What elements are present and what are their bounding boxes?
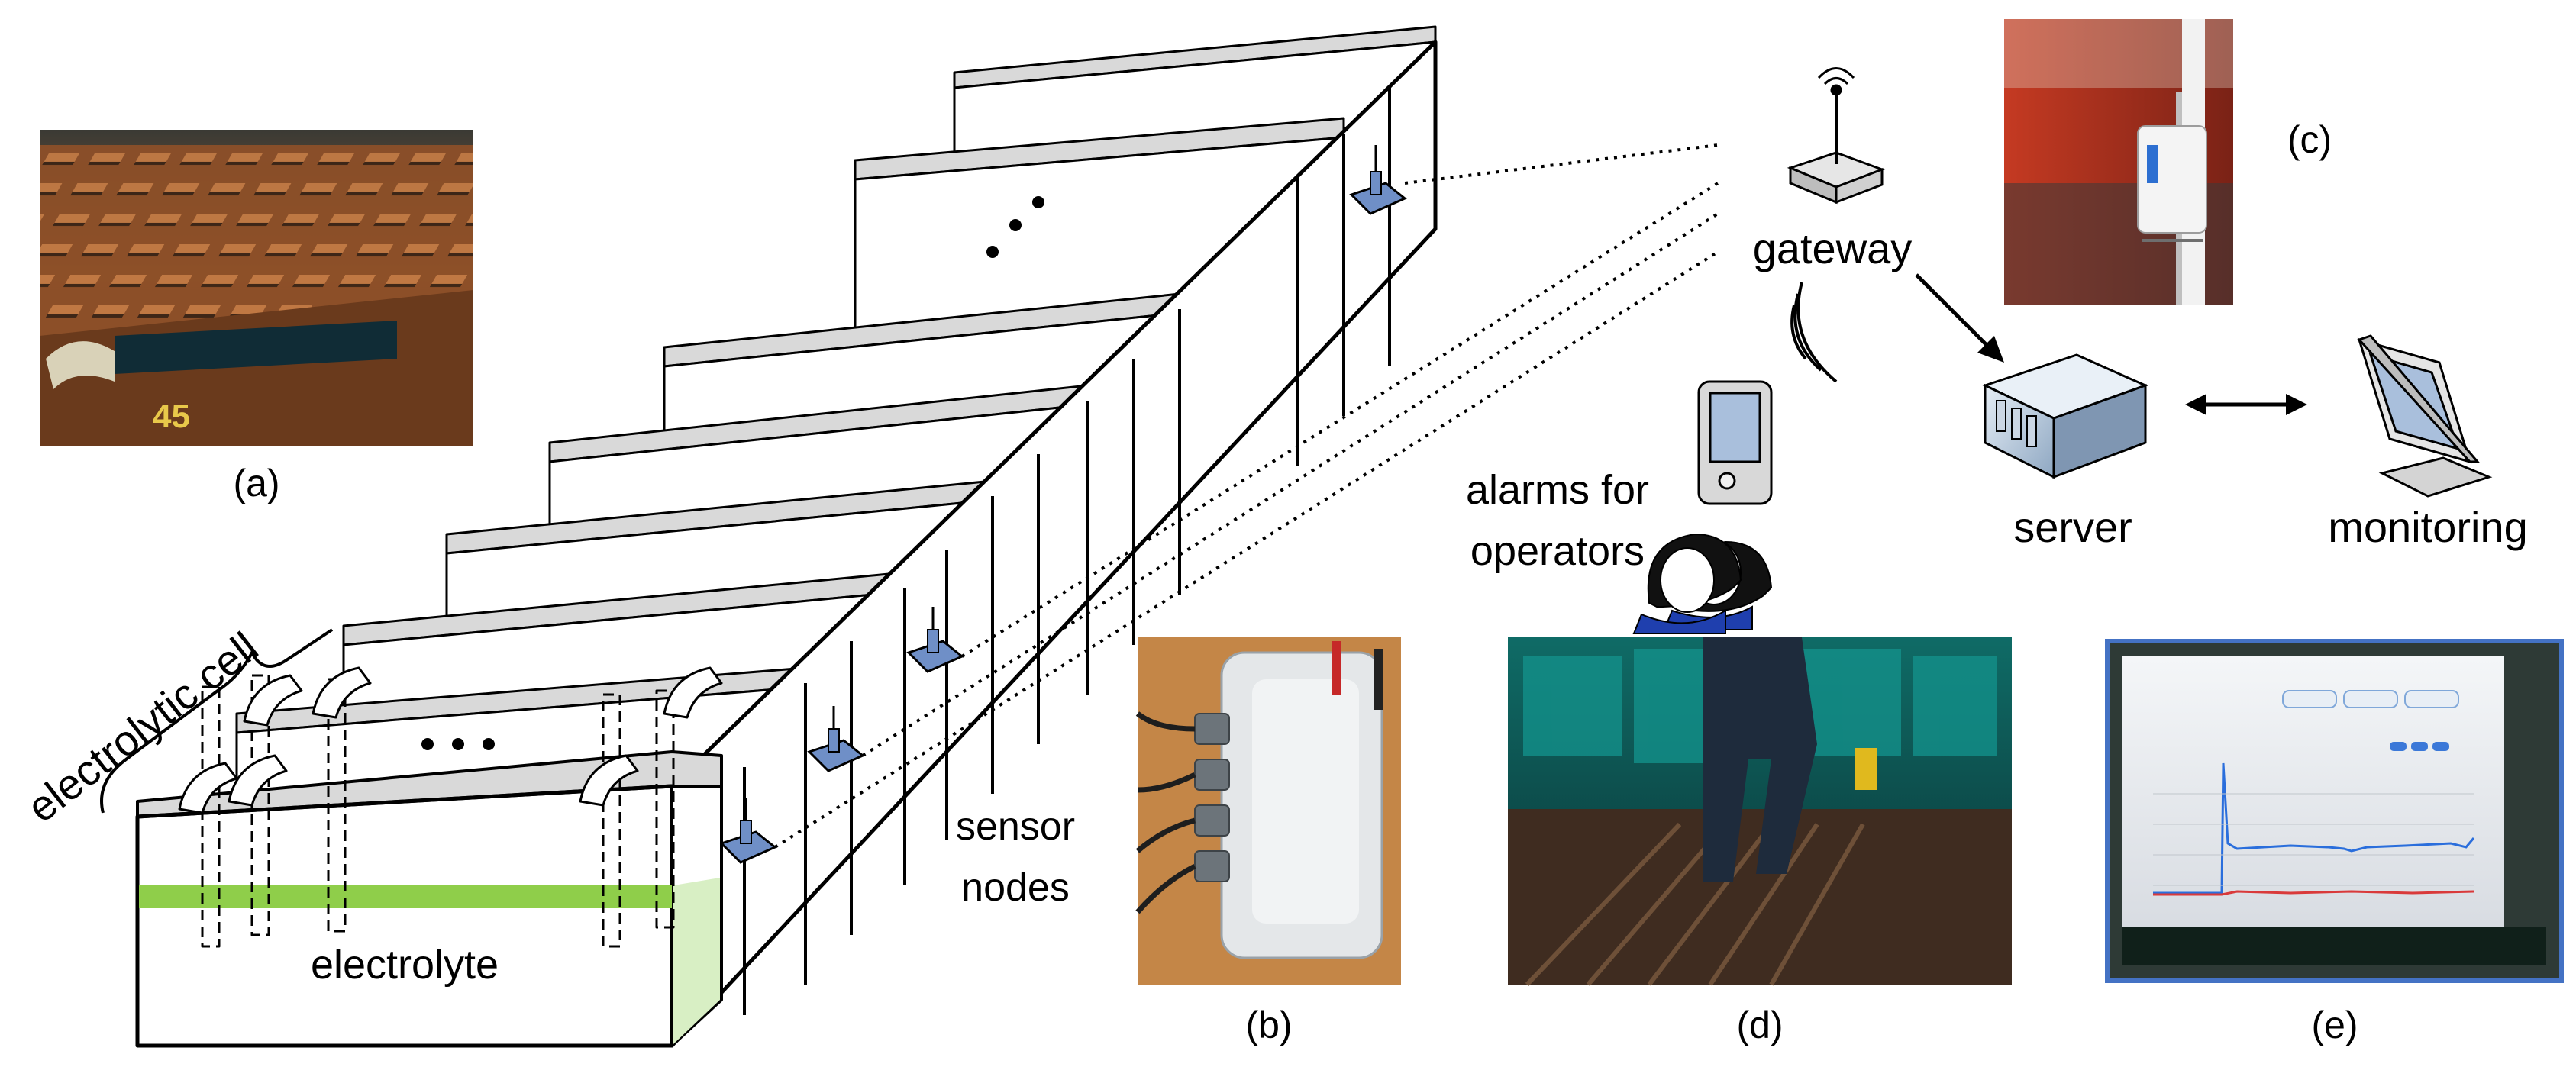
label-alarms-line2: operators	[1470, 528, 1645, 574]
stack-side-dividers	[743, 88, 1391, 1015]
wireless-waves-icon	[1790, 282, 1838, 383]
electrode-hooks	[178, 666, 723, 814]
cell-stack	[135, 25, 1438, 1048]
label-sensor-line2: nodes	[961, 866, 1070, 910]
label-panel-c: (c)	[2287, 118, 2332, 161]
label-gateway: gateway	[1753, 224, 1913, 272]
arrow-gateway-server	[1915, 273, 2004, 363]
gateway-icon	[1787, 67, 1886, 205]
label-alarms-line1: alarms for	[1466, 467, 1649, 513]
sensor-node-icon	[807, 706, 865, 772]
server-icon	[1982, 353, 2149, 479]
photo-a-number: 45	[153, 398, 190, 435]
photo-e	[2105, 639, 2564, 983]
label-sensor-line1: sensor	[956, 804, 1075, 849]
label-panel-d: (d)	[1736, 1004, 1783, 1046]
cell-brace	[100, 628, 334, 814]
monitor-icon	[2357, 334, 2493, 498]
label-monitoring: monitoring	[2328, 503, 2527, 551]
label-panel-e: (e)	[2311, 1004, 2358, 1046]
electrolyte-side	[673, 878, 720, 1044]
electrolyte-band	[139, 885, 672, 908]
arrow-server-monitoring	[2185, 394, 2307, 415]
wireless-links	[773, 143, 1719, 849]
sensor-node-icon	[1349, 145, 1407, 215]
label-electrolyte: electrolyte	[311, 942, 499, 988]
label-panel-a: (a)	[233, 462, 279, 504]
operators-icon	[1632, 533, 1773, 634]
photo-d	[1508, 637, 2012, 987]
photo-c	[2004, 19, 2233, 305]
sensor-nodes	[719, 145, 1407, 864]
stack-ellipsis	[421, 196, 1044, 750]
phone-icon	[1697, 380, 1773, 505]
label-panel-b: (b)	[1245, 1004, 1292, 1046]
cell-1-front	[135, 750, 723, 1048]
label-server: server	[2013, 503, 2132, 551]
photo-b	[1135, 637, 1401, 985]
photo-a: 45	[40, 130, 473, 446]
